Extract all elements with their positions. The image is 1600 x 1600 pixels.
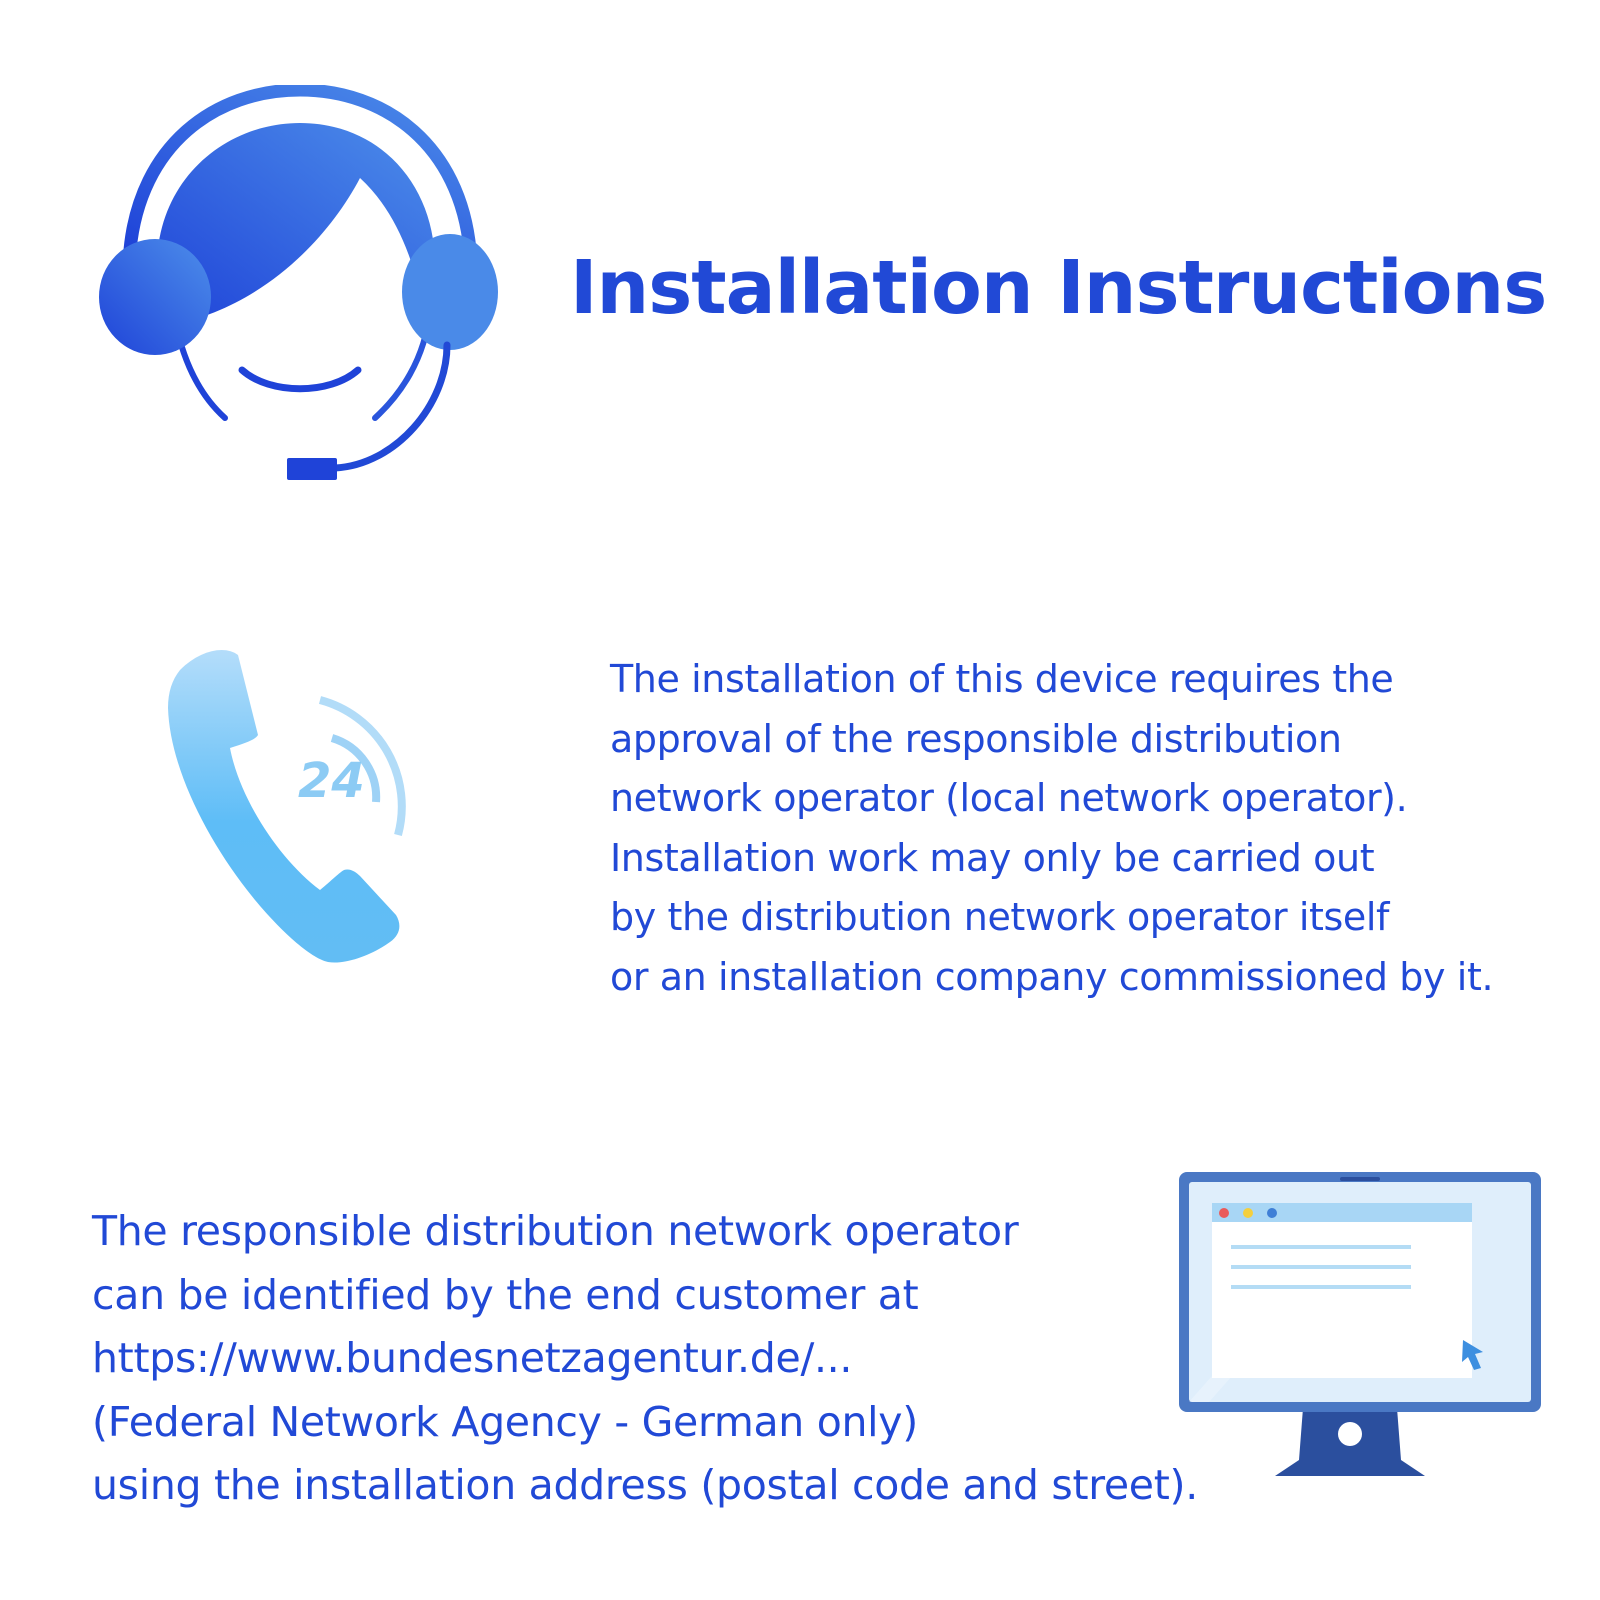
approval-line: The installation of this device requires…: [610, 657, 1394, 701]
operator-line: (Federal Network Agency - German only): [92, 1397, 918, 1446]
approval-line: or an installation company commissioned …: [610, 954, 1494, 999]
operator-paragraph: The responsible distribution network ope…: [92, 1200, 1198, 1518]
operator-link[interactable]: https://www.bundesnetzagentur.de/...: [92, 1334, 853, 1382]
headset-icon: [95, 83, 510, 500]
operator-line: using the installation address (postal c…: [92, 1461, 1198, 1509]
phone-24-hours-icon: 24: [160, 640, 440, 985]
operator-line: The responsible distribution network ope…: [92, 1207, 1019, 1255]
phone-24-badge: 24: [298, 753, 365, 809]
approval-line: by the distribution network operator its…: [610, 895, 1390, 939]
approval-paragraph: The installation of this device requires…: [610, 650, 1494, 1007]
page-title: Installation Instructions: [570, 245, 1547, 331]
approval-line: approval of the responsible distribution: [610, 716, 1342, 761]
operator-line: can be identified by the end customer at: [92, 1270, 919, 1319]
approval-line: network operator (local network operator…: [610, 776, 1408, 820]
computer-monitor-icon: [1175, 1170, 1545, 1500]
approval-line: Installation work may only be carried ou…: [610, 835, 1375, 880]
